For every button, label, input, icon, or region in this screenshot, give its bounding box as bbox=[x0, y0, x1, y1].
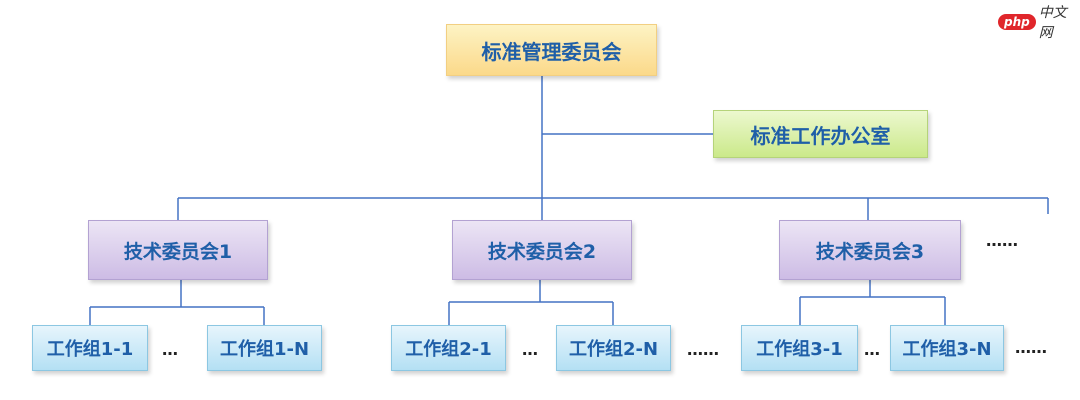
committee-label-2: 技术委员会2 bbox=[487, 240, 597, 263]
ellipsis-after-3: …… bbox=[1015, 338, 1047, 357]
group-label-2-n: 工作组2-N bbox=[568, 339, 659, 360]
committee-node-2: 技术委员会2 bbox=[452, 220, 632, 280]
committee-more-ellipsis: …… bbox=[986, 231, 1018, 250]
php-logo: php 中文网 bbox=[998, 2, 1080, 42]
group-node-1-n: 工作组1-N bbox=[207, 325, 322, 371]
office-node: 标准工作办公室 bbox=[713, 110, 928, 158]
group-label-3-n: 工作组3-N bbox=[902, 339, 992, 360]
group-label-1-1: 工作组1-1 bbox=[46, 339, 134, 360]
committee-node-3: 技术委员会3 bbox=[779, 220, 961, 280]
ellipsis-group-1: … bbox=[162, 340, 178, 359]
group-label-3-1: 工作组3-1 bbox=[756, 339, 843, 360]
root-node: 标准管理委员会 bbox=[446, 24, 657, 76]
group-node-2-1: 工作组2-1 bbox=[391, 325, 506, 371]
committee-label-3: 技术委员会3 bbox=[815, 240, 925, 263]
committee-node-1: 技术委员会1 bbox=[88, 220, 268, 280]
logo-badge: php bbox=[998, 14, 1036, 30]
ellipsis-group-2: … bbox=[522, 340, 538, 359]
group-label-2-1: 工作组2-1 bbox=[405, 339, 492, 360]
group-node-1-1: 工作组1-1 bbox=[32, 325, 148, 371]
group-node-2-n: 工作组2-N bbox=[556, 325, 671, 371]
root-label: 标准管理委员会 bbox=[481, 39, 622, 64]
group-label-1-n: 工作组1-N bbox=[219, 339, 310, 360]
office-label: 标准工作办公室 bbox=[750, 123, 891, 148]
group-node-3-1: 工作组3-1 bbox=[741, 325, 858, 371]
committee-label-1: 技术委员会1 bbox=[123, 240, 233, 263]
group-node-3-n: 工作组3-N bbox=[890, 325, 1004, 371]
ellipsis-group-3: … bbox=[864, 340, 880, 359]
ellipsis-between-2-3: …… bbox=[687, 340, 719, 359]
logo-text: 中文网 bbox=[1038, 5, 1067, 41]
